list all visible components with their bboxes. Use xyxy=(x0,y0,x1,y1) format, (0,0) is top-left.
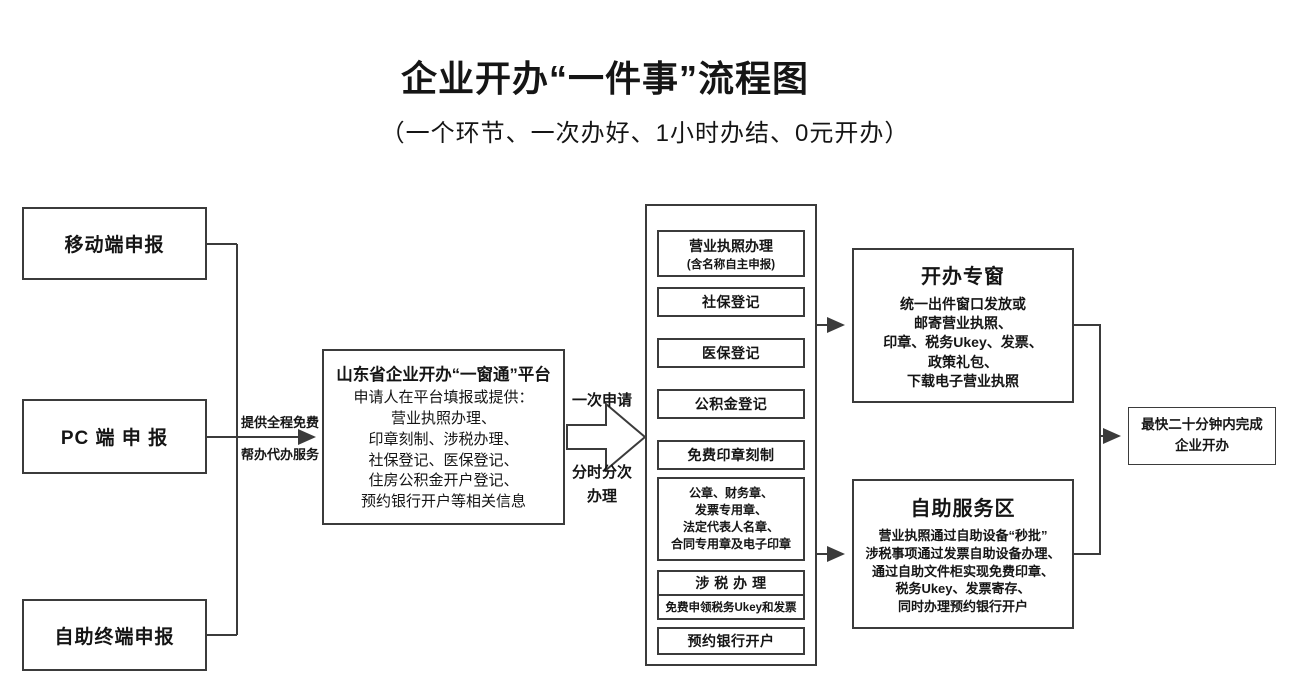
service-seal-box: 免费印章刻制 xyxy=(657,440,805,470)
service-social-box: 社保登记 xyxy=(657,287,805,317)
page-title: 企业开办“一件事”流程图 xyxy=(400,58,809,99)
mobile-declare-box: 移动端申报 xyxy=(22,207,207,280)
batch-handle-label: 分时分次 办理 xyxy=(571,464,632,505)
self-service-area-title: 自助服务区 xyxy=(910,497,1016,520)
platform-title: 山东省企业开办“一窗通”平台 xyxy=(336,366,551,385)
service-window-box: 开办专窗 统一出件窗口发放或 邮寄营业执照、 印章、税务Ukey、发票、 政策礼… xyxy=(852,248,1074,403)
left-merge-lines xyxy=(207,243,238,636)
service-license-title: 营业执照办理 xyxy=(689,237,773,254)
service-fund-box: 公积金登记 xyxy=(657,389,805,419)
terminal-declare-box: 自助终端申报 xyxy=(22,599,207,671)
self-service-area-body: 营业执照通过自助设备“秒批” 涉税事项通过发票自助设备办理、 通过自助文件柜实现… xyxy=(865,527,1061,615)
terminal-declare-label: 自助终端申报 xyxy=(54,626,175,648)
block-arrow xyxy=(566,401,647,473)
service-window-body: 统一出件窗口发放或 邮寄营业执照、 印章、税务Ukey、发票、 政策礼包、 下载… xyxy=(883,295,1043,389)
service-tax-detail-label: 免费申领税务Ukey和发票 xyxy=(665,602,797,614)
service-seal-label: 免费印章刻制 xyxy=(687,447,775,463)
service-window-title: 开办专窗 xyxy=(921,265,1005,288)
service-social-label: 社保登记 xyxy=(702,294,760,310)
result-box: 最快二十分钟内完成 企业开办 xyxy=(1128,407,1276,465)
service-bank-label: 预约银行开户 xyxy=(687,633,775,649)
service-license-box: 营业执照办理 (含名称自主申报) xyxy=(657,230,805,277)
service-medical-box: 医保登记 xyxy=(657,338,805,368)
service-tax-box: 涉 税 办 理 xyxy=(657,570,805,596)
service-license-subtitle: (含名称自主申报) xyxy=(686,258,776,271)
platform-body: 申请人在平台填报或提供： 营业执照办理、 印章刻制、涉税办理、 社保登记、医保登… xyxy=(353,389,534,510)
page-subtitle: （一个环节、一次办好、1小时办结、0元开办） xyxy=(380,120,910,147)
merge-right-lines xyxy=(1074,324,1101,555)
service-tax-detail-box: 免费申领税务Ukey和发票 xyxy=(657,594,805,620)
once-apply-label: 一次申请 xyxy=(571,392,632,409)
platform-box: 山东省企业开办“一窗通”平台 申请人在平台填报或提供： 营业执照办理、 印章刻制… xyxy=(322,349,565,525)
self-service-area-box: 自助服务区 营业执照通过自助设备“秒批” 涉税事项通过发票自助设备办理、 通过自… xyxy=(852,479,1074,629)
mobile-declare-label: 移动端申报 xyxy=(64,235,165,256)
service-bank-box: 预约银行开户 xyxy=(657,627,805,655)
free-service-label-top: 提供全程免费 xyxy=(240,415,319,430)
pc-declare-box: PC 端 申 报 xyxy=(22,399,207,474)
pc-declare-label: PC 端 申 报 xyxy=(60,428,169,449)
service-seal-detail-box: 公章、财务章、 发票专用章、 法定代表人名章、 合同专用章及电子印章 xyxy=(657,477,805,561)
service-medical-label: 医保登记 xyxy=(702,345,760,361)
service-seal-detail: 公章、财务章、 发票专用章、 法定代表人名章、 合同专用章及电子印章 xyxy=(670,485,791,552)
free-service-label-bottom: 帮办代办服务 xyxy=(240,447,319,462)
service-tax-label: 涉 税 办 理 xyxy=(695,575,767,591)
result-label: 最快二十分钟内完成 企业开办 xyxy=(1141,417,1263,453)
service-fund-label: 公积金登记 xyxy=(694,396,768,412)
